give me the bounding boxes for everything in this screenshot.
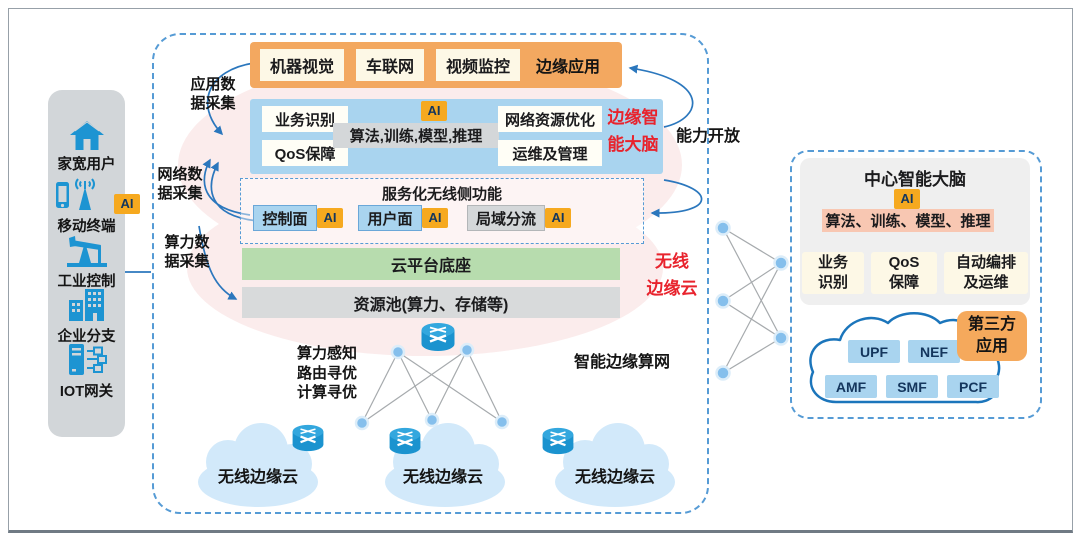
access-terminals-sidebar: 家宽用户 AI 移动终端 工业控制: [48, 90, 140, 437]
cloud-label-2: 无线边缘云: [402, 469, 483, 486]
edge-apps-label: 边缘应用: [536, 59, 601, 76]
cloud-platform-bar: 云平台底座: [242, 248, 620, 280]
brain-to-apps-arrow: [628, 64, 694, 128]
third-party-app-box: 第三方 应用: [957, 311, 1027, 361]
sidebar-label-enterprise-branch: 企业分支: [57, 329, 116, 345]
nf-chip-amf: AMF: [825, 375, 877, 398]
capability-open-arrow: [650, 179, 703, 218]
buildings-icon: [69, 289, 104, 321]
app-box-machine-vision: 机器视觉: [260, 49, 345, 81]
brain-box-service-identify: 业务识别: [262, 106, 348, 132]
nf-chip-upf: UPF: [848, 340, 900, 363]
brain-box-algorithm: 算法,训练,模型,推理: [333, 123, 499, 148]
brain-box-network-resource-optimization: 网络资源优化: [498, 106, 602, 132]
central-brain-title: 中心智能大脑: [864, 170, 966, 189]
ai-badge-mobile: AI: [114, 194, 140, 214]
data-flow-arrows: [125, 62, 703, 300]
ai-badge-edge-brain: AI: [421, 101, 447, 121]
app-box-internet-of-vehicles: 车联网: [356, 49, 425, 81]
label-intelligent-edge-network: 智能边缘算网: [574, 354, 671, 371]
sidebar-label-iot-gateway: IOT网关: [59, 384, 114, 400]
label-compute-perception: 算力感知 路由寻优 计算寻优: [296, 345, 357, 401]
nf-chip-pcf: PCF: [947, 375, 999, 398]
label-net-data-collect: 网络数 据采集: [157, 166, 203, 202]
central-fn-service-identify: 业务 识别: [802, 252, 864, 294]
central-brain-region: [790, 150, 1042, 419]
edge-brain-tag: 边缘智 能大脑: [607, 108, 659, 155]
home-icon: [70, 121, 104, 150]
app-data-collect-arrow: [206, 62, 255, 136]
ran-box-local-breakout: 局域分流: [467, 205, 545, 231]
cloud-shape-1: [198, 423, 318, 507]
ran-box-control-plane: 控制面: [253, 205, 317, 231]
edge-apps-bar: 机器视觉 车联网 视频监控 边缘应用: [250, 42, 622, 88]
cloud-label-3: 无线边缘云: [574, 469, 655, 486]
cloud-label-1: 无线边缘云: [217, 469, 298, 486]
ai-badge-control-plane: AI: [317, 208, 343, 228]
nf-chip-nef: NEF: [908, 340, 960, 363]
net-data-collect-arrow-1: [202, 158, 251, 216]
nf-chip-smf: SMF: [886, 375, 938, 398]
ai-badge-central-brain: AI: [894, 189, 920, 209]
compute-network-mesh: [361, 349, 503, 424]
sidebar-label-industrial-control: 工业控制: [57, 274, 116, 290]
resource-pool-bar: 资源池(算力、存储等): [242, 287, 620, 318]
outer-frame: [8, 8, 1073, 533]
label-app-data-collect: 应用数 据采集: [190, 76, 236, 112]
mobile-antenna-icon: [56, 178, 95, 210]
brain-box-operation-management: 运维及管理: [498, 140, 602, 166]
sidebar-label-mobile-terminal: 移动终端: [57, 219, 116, 235]
wireless-edge-cloud-region: [152, 33, 709, 514]
ran-box-user-plane: 用户面: [358, 205, 422, 231]
pumpjack-icon: [67, 236, 107, 267]
transport-mesh-right-nodes: [715, 220, 789, 381]
net-data-collect-arrow-2: [210, 161, 259, 222]
cloud-shape-3: [555, 423, 675, 507]
compute-network-mesh-nodes: [354, 342, 510, 431]
label-capability-open: 能力开放: [676, 128, 741, 145]
central-fn-auto-orchestration: 自动编排 及运维: [944, 252, 1028, 294]
iot-gateway-icon: [69, 344, 107, 375]
wireless-edge-cloud-tag: 无线 边缘云: [646, 252, 698, 299]
label-compute-data-collect: 算力数 据采集: [164, 234, 210, 270]
central-fn-qos-guarantee: QoS 保障: [871, 252, 937, 294]
ai-badge-local-breakout: AI: [545, 208, 571, 228]
central-brain-algorithm: 算法、训练、模型、推理: [822, 209, 994, 232]
sidebar-label-home-broadband: 家宽用户: [57, 157, 116, 173]
compute-data-collect-arrow: [198, 225, 238, 300]
ai-badge-user-plane: AI: [422, 208, 448, 228]
transport-mesh-right: [722, 227, 782, 374]
app-box-video-surveillance: 视频监控: [436, 49, 521, 81]
ran-functions-title: 服务化无线侧功能: [381, 186, 502, 203]
